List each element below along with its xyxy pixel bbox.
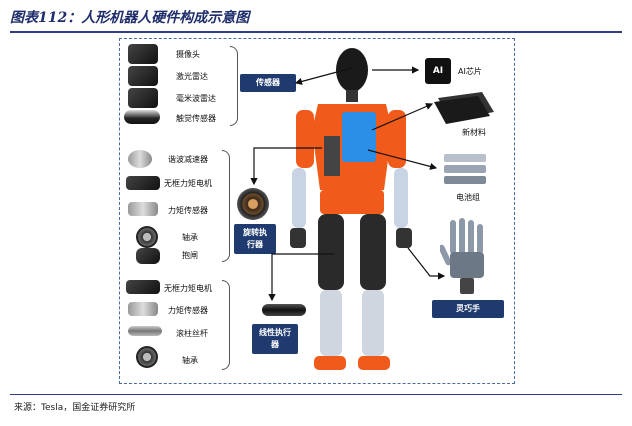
source-rule [10, 394, 622, 395]
robot-head [336, 48, 368, 92]
linear-actuator-icon [262, 304, 306, 316]
tactile-sensor-icon [124, 110, 160, 124]
robot-right-thigh [360, 214, 386, 290]
figure-source: 来源：Tesla，国金证券研究所 [14, 403, 136, 413]
battery-pack-icon [444, 154, 486, 184]
torque-sensor-icon [128, 202, 158, 216]
part-roller-screw [128, 326, 170, 336]
lidar-icon [128, 66, 158, 86]
tag-sensor: 传感器 [240, 74, 296, 92]
label-harmonic-reducer: 谐波减速器 [168, 155, 208, 164]
part-bearing-2 [136, 346, 166, 368]
part-lidar [128, 66, 166, 86]
bearing-icon-2 [136, 346, 158, 368]
radar-icon [128, 88, 158, 108]
robot-right-foot [358, 356, 390, 370]
robot-left-shin [320, 290, 342, 356]
dexterous-hand-icon [440, 218, 484, 294]
part-bearing-1 [136, 226, 166, 248]
label-torque-sensor-2: 力矩传感器 [168, 306, 208, 315]
part-torque-sensor-1 [128, 202, 166, 216]
part-frameless-motor-1 [126, 176, 168, 190]
robot-neck [346, 90, 358, 102]
label-frameless-motor-2: 无框力矩电机 [164, 284, 212, 293]
robot-right-hand [396, 228, 412, 248]
part-mmwave-radar [128, 88, 166, 108]
roller-screw-icon [128, 326, 162, 336]
robot-left-thigh [318, 214, 344, 290]
linear-brace [222, 280, 230, 370]
robot-pelvis [320, 190, 384, 214]
part-torque-sensor-2 [128, 302, 166, 316]
part-frameless-motor-2 [126, 280, 168, 294]
diagram-frame [119, 38, 515, 384]
label-tactile-sensor: 触觉传感器 [176, 114, 216, 123]
label-brake: 抱闸 [182, 251, 198, 260]
part-harmonic-reducer [128, 150, 160, 168]
label-torque-sensor-1: 力矩传感器 [168, 206, 208, 215]
robot-left-forearm [292, 168, 306, 228]
label-frameless-motor-1: 无框力矩电机 [164, 179, 212, 188]
humanoid-robot [290, 48, 412, 370]
robot-left-upper-arm [296, 110, 314, 168]
ai-chip-icon: AI [425, 58, 451, 84]
title-rule [10, 31, 622, 33]
part-camera [128, 44, 166, 64]
brake-icon [136, 248, 160, 264]
part-tactile-sensor [124, 110, 168, 124]
motor-icon-2 [126, 280, 160, 294]
harmonic-reducer-icon [128, 150, 152, 168]
label-camera: 摄像头 [176, 50, 200, 59]
label-mmwave-radar: 毫米波雷达 [176, 94, 216, 103]
part-brake [136, 248, 168, 264]
label-roller-screw: 滚柱丝杆 [176, 329, 208, 338]
tag-rotary-actuator: 旋转执 行器 [234, 224, 276, 254]
label-ai-chip: AI芯片 [458, 67, 482, 76]
rotary-actuator-icon [237, 188, 269, 220]
robot-right-upper-arm [388, 110, 406, 168]
label-new-material: 新材料 [462, 128, 486, 137]
robot-left-hand [290, 228, 306, 248]
label-battery-pack: 电池组 [456, 193, 480, 202]
new-material-icon [434, 92, 494, 124]
robot-left-foot [314, 356, 346, 370]
robot-right-shin [362, 290, 384, 356]
camera-icon [128, 44, 158, 64]
sensor-brace [230, 46, 238, 126]
tag-linear-actuator: 线性执行 器 [252, 324, 298, 354]
robot-battery-pack [342, 112, 376, 162]
label-bearing-1: 轴承 [182, 233, 198, 242]
torque-sensor-icon-2 [128, 302, 158, 316]
bearing-icon [136, 226, 158, 248]
label-lidar: 激光雷达 [176, 72, 208, 81]
figure-title: 图表112：人形机器人硬件构成示意图 [10, 10, 250, 26]
label-bearing-2: 轴承 [182, 356, 198, 365]
robot-torso-frame [324, 136, 340, 176]
motor-icon [126, 176, 160, 190]
robot-right-forearm [394, 168, 408, 228]
rotary-brace [222, 150, 230, 262]
tag-dexterous-hand: 灵巧手 [432, 300, 504, 318]
